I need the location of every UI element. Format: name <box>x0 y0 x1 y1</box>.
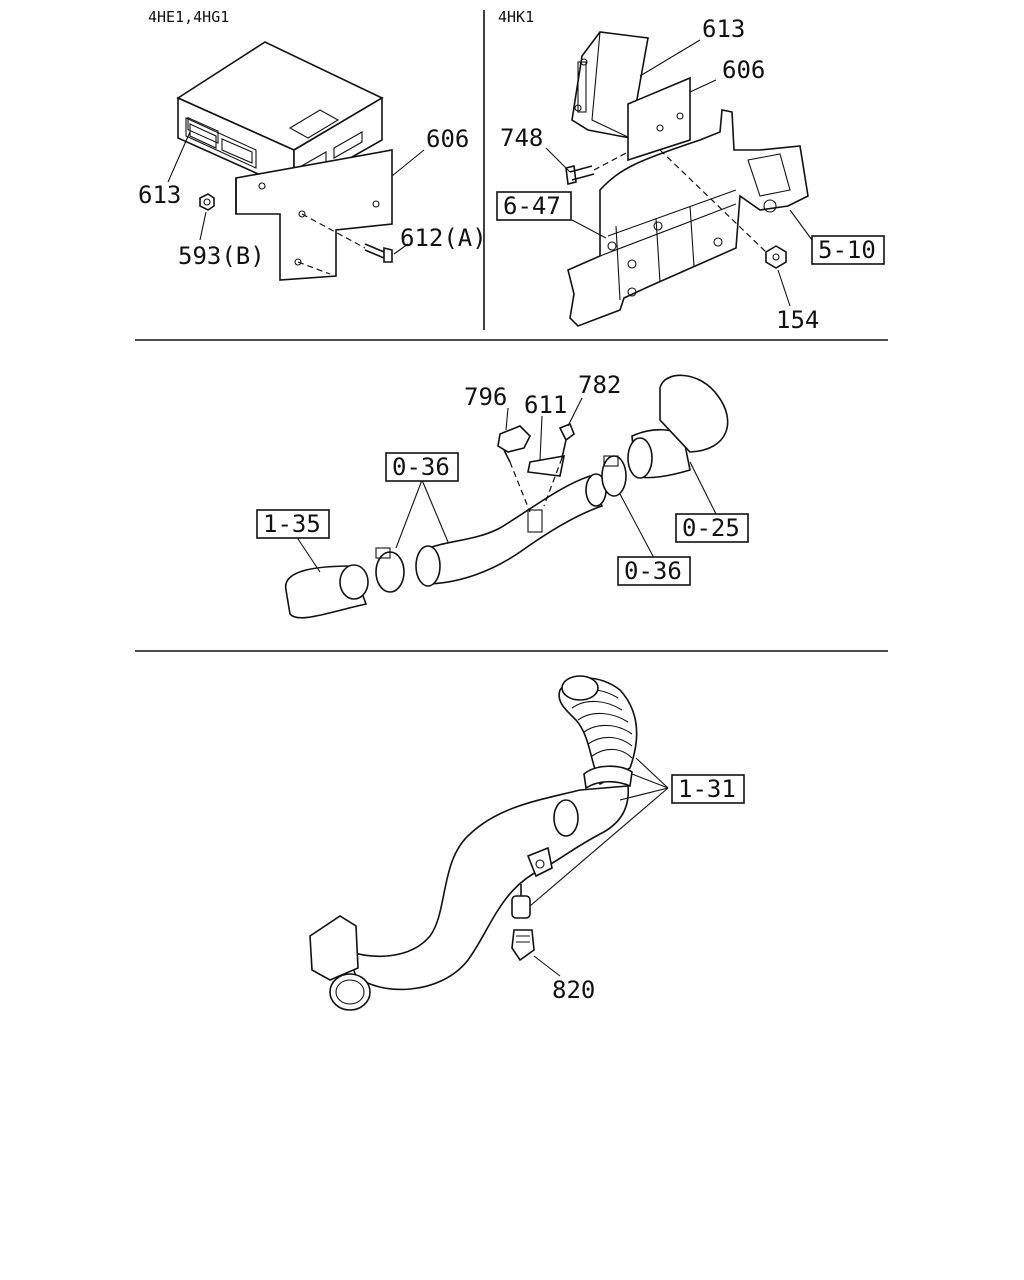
ref-box-5-10 <box>811 235 885 265</box>
ref-box-1-31 <box>671 774 745 804</box>
ref-box-0-25 <box>675 513 749 543</box>
ref-0-36-b: 0-36 <box>624 557 682 585</box>
air-duct-drawing <box>309 675 669 1011</box>
label-748: 748 <box>500 124 543 152</box>
ecu-left-drawing <box>167 41 425 281</box>
ecu-right-drawing <box>545 31 813 327</box>
label-612a: 612(A) <box>400 224 487 252</box>
label-613-right: 613 <box>702 15 745 43</box>
label-606-right: 606 <box>722 56 765 84</box>
ref-1-31: 1-31 <box>678 775 736 803</box>
ref-6-47: 6-47 <box>503 192 561 220</box>
ref-5-10: 5-10 <box>818 236 876 264</box>
ref-box-1-35 <box>256 509 330 539</box>
ref-0-36-a: 0-36 <box>392 453 450 481</box>
header-left: 4HE1,4HG1 <box>148 8 229 26</box>
ref-1-35: 1-35 <box>263 510 321 538</box>
label-782: 782 <box>578 371 621 399</box>
ref-0-25: 0-25 <box>682 514 740 542</box>
label-820: 820 <box>552 976 595 1004</box>
header-right: 4HK1 <box>498 8 534 26</box>
intake-hose-drawing <box>284 374 729 619</box>
ref-box-0-36-a <box>385 452 459 482</box>
label-154: 154 <box>776 306 819 334</box>
ref-box-0-36-b <box>617 556 691 586</box>
label-796: 796 <box>464 383 507 411</box>
ref-box-6-47 <box>496 191 572 221</box>
label-611: 611 <box>524 391 567 419</box>
label-613-left: 613 <box>138 181 181 209</box>
label-606-left: 606 <box>426 125 469 153</box>
label-593b: 593(B) <box>178 242 265 270</box>
